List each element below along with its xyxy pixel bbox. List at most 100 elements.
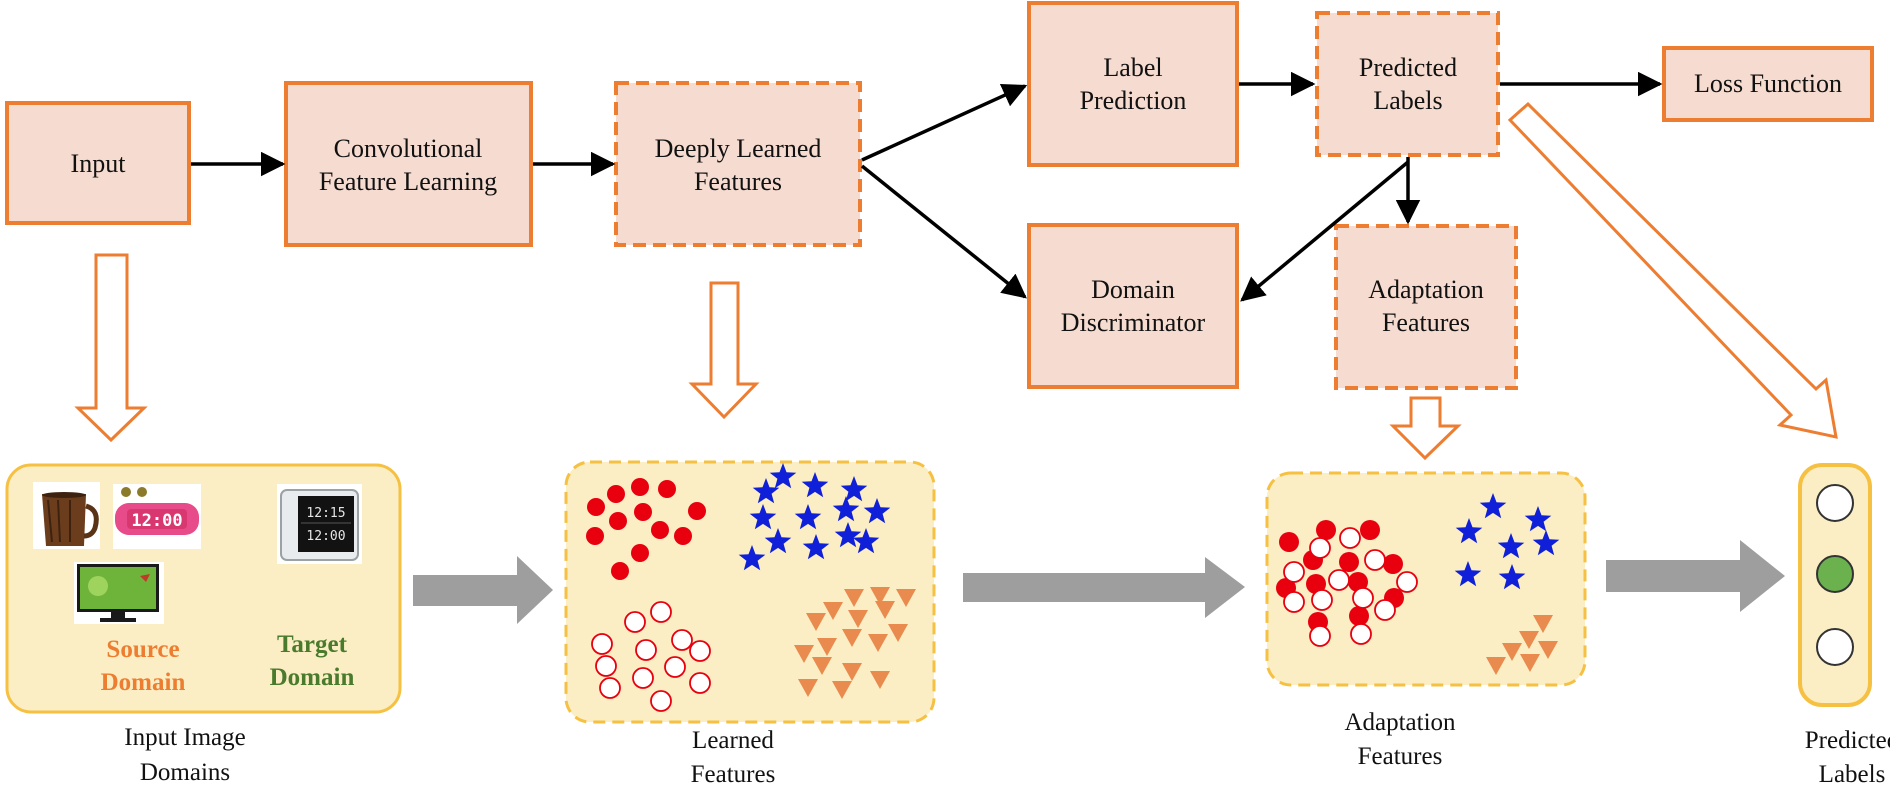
adapt-orange-triangles — [1486, 615, 1558, 675]
triangle-marker — [806, 613, 826, 631]
pred-labels-line1: Predicted — [1359, 53, 1457, 82]
predicted-label-2-selected — [1816, 555, 1854, 593]
triangle-marker — [848, 610, 868, 628]
caption-learned-line1: Learned — [692, 727, 774, 754]
star-marker — [1524, 506, 1552, 532]
triangle-marker — [870, 587, 890, 605]
triangle-marker — [842, 663, 862, 681]
gray-arrow-2 — [963, 557, 1245, 618]
adapt-blue-stars — [1454, 493, 1560, 590]
star-marker — [832, 496, 860, 522]
star-marker — [802, 534, 830, 560]
gray-arrow-1 — [413, 556, 553, 624]
predicted-label-3 — [1816, 628, 1854, 666]
digital-clock-photo: 12:15 12:00 — [277, 484, 362, 564]
adaptation-features-panel — [1265, 471, 1587, 687]
triangle-marker — [1538, 641, 1558, 659]
hollow-down-arrows — [74, 101, 1838, 461]
label-prediction-box: Label Prediction — [1027, 1, 1239, 167]
triangle-marker — [832, 681, 852, 699]
triangle-marker — [870, 671, 890, 689]
triangle-marker — [842, 629, 862, 647]
triangle-marker — [812, 657, 832, 675]
arrow-pred-labels-to-domain-disc — [1240, 160, 1410, 302]
monitor-photo — [74, 562, 164, 624]
pink-clock-time: 12:00 — [131, 511, 182, 531]
star-marker — [840, 476, 868, 502]
triangle-marker — [823, 602, 843, 620]
caption-adaptation-line2: Features — [1358, 743, 1443, 770]
adapt-hollow-circles — [1283, 527, 1418, 647]
predicted-label-1 — [1816, 484, 1854, 522]
caption-adaptation-line1: Adaptation — [1344, 709, 1456, 736]
mug-photo — [33, 482, 100, 549]
triangle-marker — [1519, 631, 1539, 649]
caption-input-domains-line2: Domains — [140, 759, 230, 786]
triangle-marker — [1520, 654, 1540, 672]
target-domain-label-line2: Domain — [270, 664, 355, 691]
triangle-marker — [844, 589, 864, 607]
star-marker — [794, 504, 822, 530]
adaptation-features-box: Adaptation Features — [1334, 224, 1518, 390]
star-marker — [863, 498, 891, 524]
domain-disc-line2: Discriminator — [1061, 308, 1206, 337]
triangle-marker — [798, 679, 818, 697]
loss-label: Loss Function — [1694, 69, 1842, 98]
domain-discriminator-box: Domain Discriminator — [1027, 223, 1239, 389]
gray-arrows — [413, 540, 1785, 624]
triangle-marker — [896, 589, 916, 607]
arrow-deep-to-label-pred — [861, 83, 1028, 162]
hollow-arrow-input — [74, 253, 148, 443]
learned-hollow-circles — [591, 601, 711, 712]
predicted-labels-box: Predicted Labels — [1315, 11, 1500, 157]
star-marker — [764, 528, 792, 554]
predicted-label-circles — [1816, 484, 1854, 666]
digital-clock-time-2: 12:00 — [306, 529, 345, 544]
star-marker — [1497, 533, 1525, 559]
loss-function-box: Loss Function — [1662, 46, 1874, 122]
hollow-arrow-deep — [688, 281, 760, 420]
target-domain-label-line1: Target — [277, 631, 348, 658]
hollow-arrow-adapt — [1389, 396, 1462, 461]
adapt-line1: Adaptation — [1368, 275, 1484, 304]
star-marker — [834, 522, 862, 548]
triangle-marker — [1533, 615, 1553, 633]
star-marker — [801, 472, 829, 498]
pink-alarm-clock-photo: 12:00 — [113, 484, 201, 549]
triangle-marker — [794, 645, 814, 663]
pred-labels-line2: Labels — [1373, 86, 1442, 115]
adapt-line2: Features — [1382, 308, 1470, 337]
caption-learned-line2: Features — [691, 761, 776, 787]
hollow-arrow-to-predicted — [1507, 101, 1838, 439]
source-domain-label-line2: Domain — [101, 669, 186, 696]
learned-blue-stars — [738, 463, 891, 571]
digital-clock-time-1: 12:15 — [306, 506, 345, 521]
triangle-marker — [1486, 657, 1506, 675]
star-marker — [1479, 493, 1507, 519]
conv-feature-learning-box: Convolutional Feature Learning — [284, 81, 533, 247]
caption-predicted-line1: Predicted — [1805, 727, 1890, 754]
star-marker — [738, 545, 766, 571]
arrow-deep-to-domain-disc — [860, 164, 1027, 299]
star-marker — [752, 478, 780, 504]
caption-predicted-line2: Labels — [1819, 761, 1886, 787]
adapt-red-dots — [1276, 520, 1404, 632]
star-marker — [769, 463, 797, 489]
star-marker — [1454, 561, 1482, 587]
label-pred-line2: Prediction — [1080, 86, 1187, 115]
triangle-marker — [875, 601, 895, 619]
deep-label-line1: Deeply Learned — [655, 134, 822, 163]
triangle-marker — [1502, 643, 1522, 661]
input-label: Input — [71, 149, 127, 178]
input-box: Input — [5, 101, 191, 225]
triangle-marker — [868, 634, 888, 652]
deep-label-line2: Features — [694, 167, 782, 196]
star-marker — [749, 504, 777, 530]
star-marker — [1455, 518, 1483, 544]
flow-arrows — [191, 71, 1663, 302]
label-pred-line1: Label — [1103, 53, 1162, 82]
conv-label-line1: Convolutional — [334, 134, 483, 163]
domain-disc-line1: Domain — [1091, 275, 1175, 304]
triangle-marker — [888, 624, 908, 642]
